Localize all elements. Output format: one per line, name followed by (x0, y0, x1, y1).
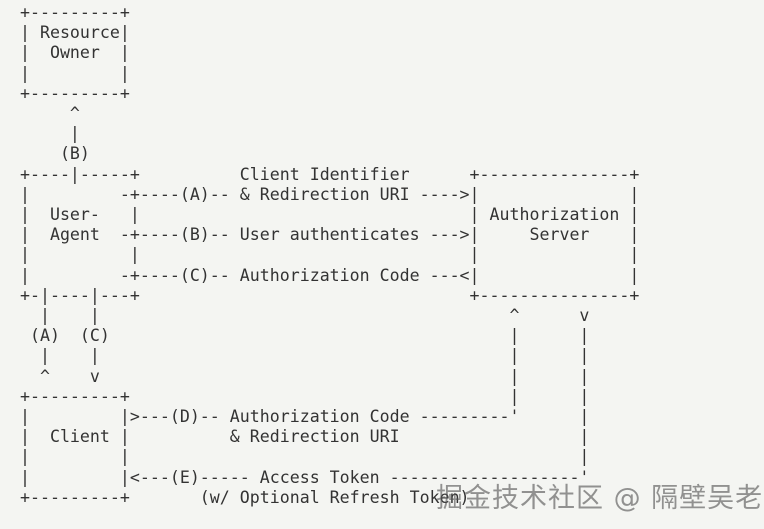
ascii-art-diagram: +---------+ | Resource| | Owner | | | +-… (19, 3, 640, 507)
